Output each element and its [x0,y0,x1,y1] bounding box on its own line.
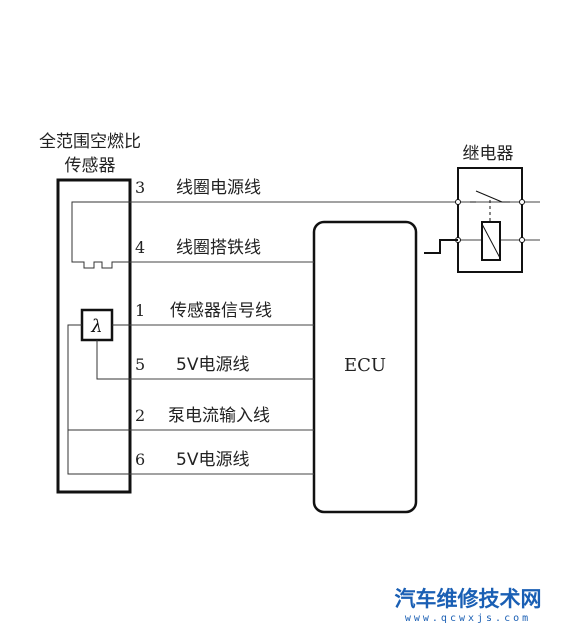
sensor-title-line2: 传感器 [65,156,116,176]
watermark-title: 汽车维修技术网 [395,587,542,611]
sensor-wire-pin6 [67,324,130,475]
sensor-title-line1: 全范围空燃比 [39,132,141,152]
wire-label-pin3: 线圈电源线 [176,178,261,198]
pin-number-6: 6 [135,450,145,469]
lambda-symbol: λ [90,316,102,337]
pin-number-1: 1 [135,301,145,320]
sensor-cell-element [71,201,130,269]
wire-label-pin6: 5V电源线 [176,450,249,470]
relay-coil-diagonal [481,223,501,259]
watermark-url: www.qcwxjs.com [405,613,531,624]
pin-number-4: 4 [135,238,145,257]
sensor-box [56,178,132,494]
relay-ground-stub [424,239,458,254]
wire-label-pin1: 传感器信号线 [170,301,272,321]
ecu-label: ECU [344,355,386,376]
lambda-wire-pin5 [96,340,130,380]
wire-label-pin5: 5V电源线 [176,355,249,375]
relay-box [457,167,523,273]
ecu-box [312,220,418,514]
relay-title: 继电器 [463,144,514,164]
relay-terminal-top-right [519,199,525,205]
relay-terminal-top-left [455,199,461,205]
pin-number-2: 2 [135,406,145,425]
pin-number-3: 3 [135,178,145,197]
wire-label-pin4: 线圈搭铁线 [176,238,261,258]
wire-label-pin2: 泵电流输入线 [168,406,270,426]
pin-number-5: 5 [135,355,145,374]
relay-terminal-bottom-right [519,237,525,243]
relay-contact-blade [475,190,503,203]
